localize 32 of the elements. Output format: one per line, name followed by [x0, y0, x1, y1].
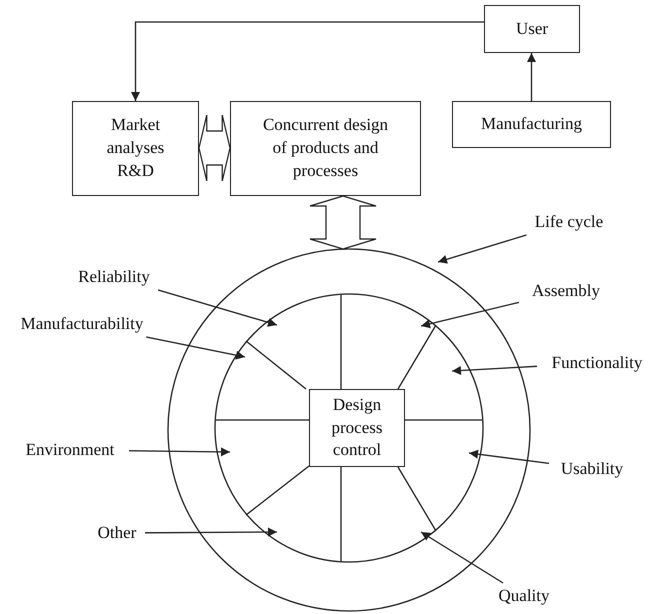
- box-label: Manufacturing: [480, 113, 582, 136]
- leader-line: [145, 528, 277, 537]
- leader-line: [129, 447, 230, 456]
- aspect-label: Quality: [488, 583, 560, 609]
- process-box: [230, 101, 421, 196]
- leader-line: [420, 302, 520, 328]
- aspect-label: Other: [89, 520, 145, 546]
- process-box: [484, 5, 580, 53]
- box-label: Market analyses R&D: [106, 114, 166, 182]
- aspect-label: Usability: [549, 456, 635, 482]
- box-label: Concurrent design of products and processes: [262, 114, 390, 182]
- aspect-label: Functionality: [537, 350, 657, 376]
- arrow: [131, 21, 484, 101]
- box-label: User: [516, 18, 548, 40]
- leader-line: [452, 366, 538, 375]
- aspect-label: Assembly: [519, 278, 613, 304]
- leader-line: [158, 289, 278, 327]
- double-block-arrow: [198, 114, 231, 182]
- process-box: [309, 389, 405, 467]
- process-box: [452, 101, 611, 148]
- aspect-label: Life cycle: [521, 209, 617, 235]
- aspect-label: Reliability: [66, 264, 162, 290]
- process-box: [72, 101, 199, 196]
- leader-line: [438, 234, 527, 264]
- box-label: Design process control: [330, 394, 384, 462]
- aspect-label: Environment: [11, 437, 129, 463]
- leader-line: [146, 336, 246, 360]
- double-block-arrow: [309, 195, 377, 250]
- leader-line: [420, 531, 504, 584]
- arrow: [527, 53, 536, 101]
- aspect-label: Manufacturability: [2, 311, 162, 337]
- leader-line: [468, 450, 550, 464]
